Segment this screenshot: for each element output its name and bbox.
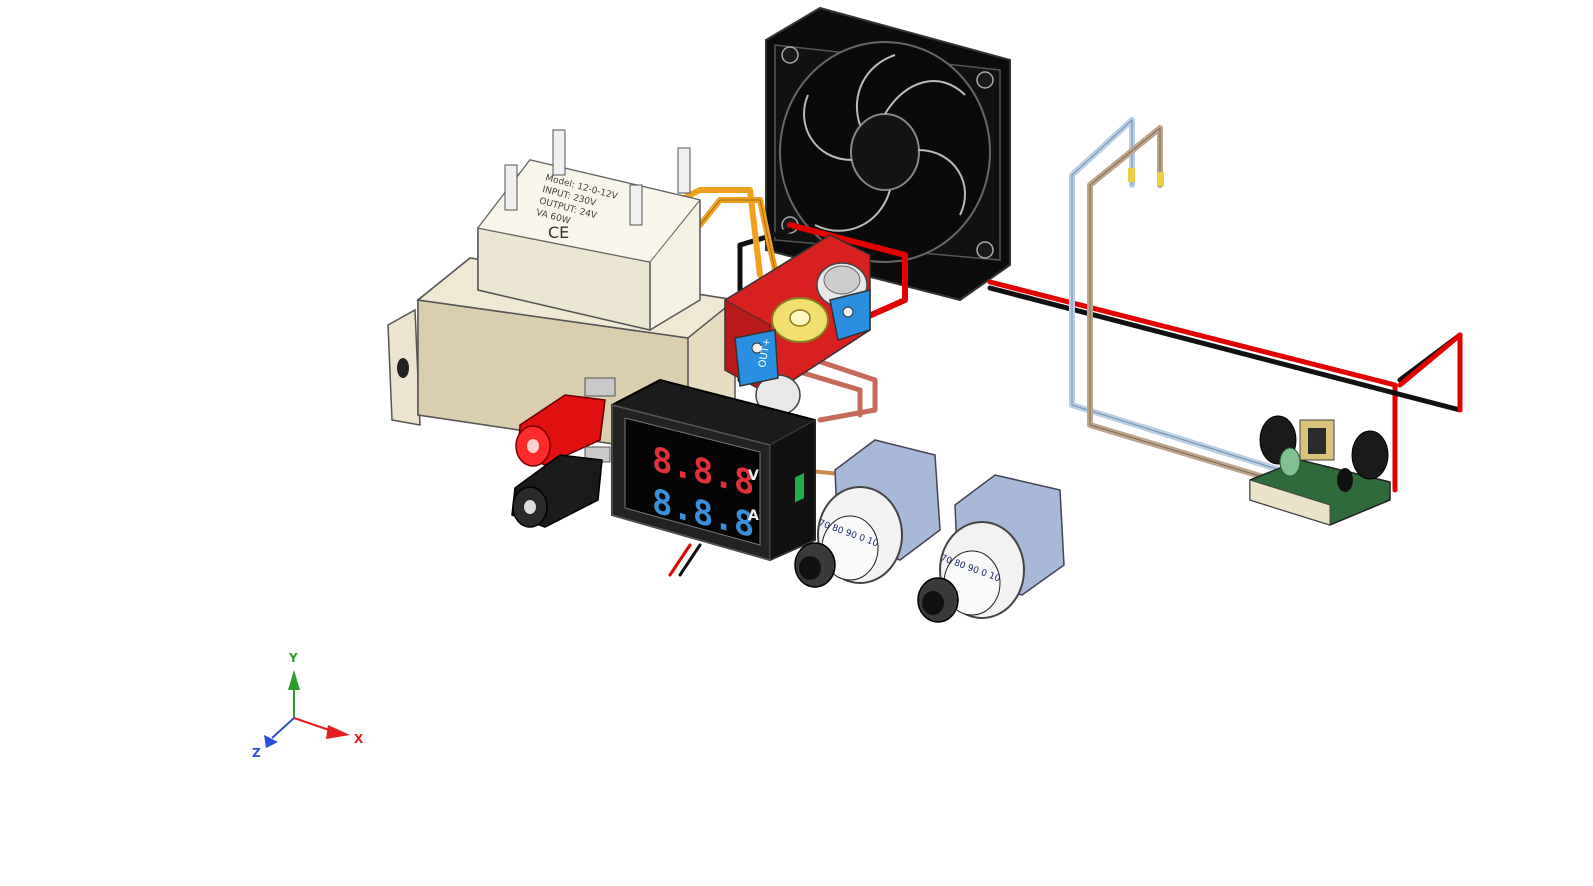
y-axis-label: Y [288, 651, 298, 665]
binding-posts [511, 377, 616, 528]
voltage-unit: V [748, 468, 759, 484]
x-axis-label: X [354, 732, 364, 746]
wire-black-long [987, 285, 1463, 413]
potentiometer-2: 70 80 90 0 10 [917, 474, 1065, 623]
z-axis-arrow-icon [264, 735, 278, 748]
x-axis-arrow-icon [326, 725, 350, 739]
buck-terminal-label: OUT+ [757, 337, 773, 368]
current-unit: A [748, 508, 759, 524]
y-axis-arrow-icon [288, 670, 300, 690]
volt-amp-meter: 8.8.8 8.8.8 V A [611, 378, 816, 562]
z-axis-label: Z [252, 746, 261, 760]
wire-tan [1087, 125, 1293, 488]
ce-mark-icon: CE [548, 223, 569, 242]
axis-triad: Y X Z [252, 651, 364, 760]
potentiometer-1: 70 80 90 0 10 [794, 439, 941, 588]
small-psu-board [1249, 415, 1391, 526]
buck-converter-module: OUT+ [724, 234, 871, 416]
wire-red-long [987, 279, 1398, 493]
cooling-fan [765, 6, 1011, 302]
